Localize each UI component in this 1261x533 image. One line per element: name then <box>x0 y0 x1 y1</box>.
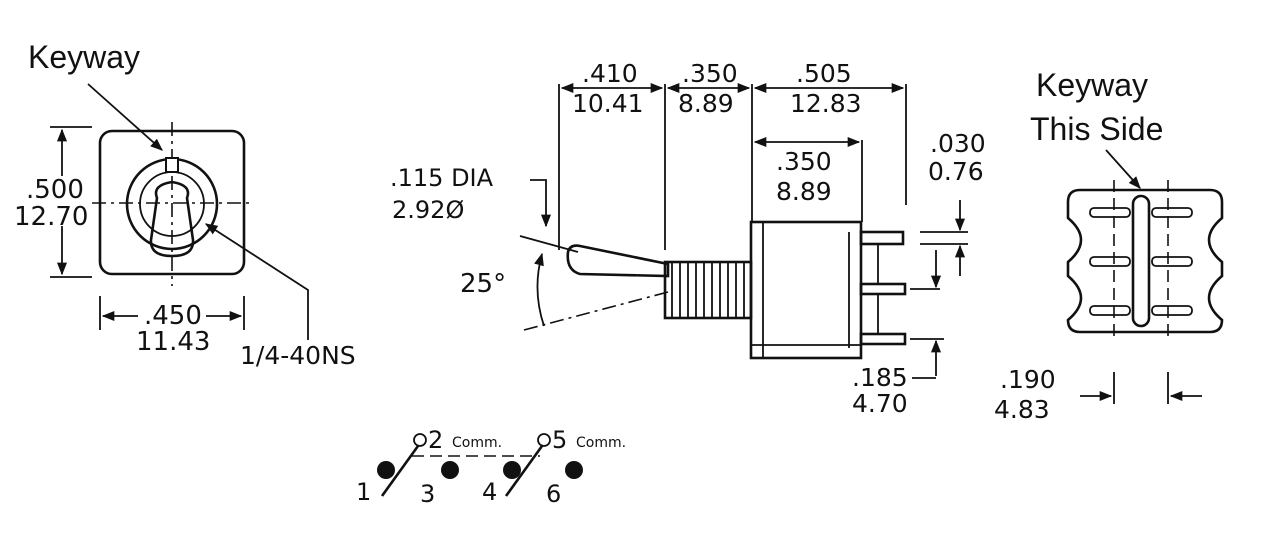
terminal-top <box>859 230 905 246</box>
dia-mm: 2.92Ø <box>392 196 464 224</box>
comm-label-b: Comm. <box>576 435 626 451</box>
comm-label-a: Comm. <box>452 435 502 451</box>
thread-label: 1/4-40NS <box>240 341 356 370</box>
terminal-bottom <box>859 332 907 346</box>
front-height-in: .500 <box>26 175 84 205</box>
front-width-mm: 11.43 <box>136 327 210 357</box>
threaded-bushing <box>663 260 753 320</box>
dim-b-in: .350 <box>682 59 738 88</box>
front-height-mm: 12.70 <box>14 202 88 232</box>
terminal-middle <box>859 282 907 296</box>
blade-b <box>504 445 544 497</box>
pin-1-label: 1 <box>356 478 371 506</box>
lever-angle: 25° <box>460 269 506 299</box>
pin-6-dot <box>565 461 583 479</box>
pin-3-dot <box>441 461 459 479</box>
keyway-leader <box>87 83 163 151</box>
pin-4-label: 4 <box>482 478 497 506</box>
base-outline <box>1066 188 1224 334</box>
pin-5-contact <box>537 433 551 447</box>
thread-marks <box>671 262 745 318</box>
keyway-side-leader <box>1105 149 1141 189</box>
keyway-label: Keyway <box>28 39 140 75</box>
dim-b-mm: 8.89 <box>678 89 734 118</box>
dia-in: .115 DIA <box>390 164 494 192</box>
thread-leader <box>204 223 309 340</box>
toggle-lever <box>566 244 670 278</box>
dim-c-mm: 12.83 <box>790 89 862 118</box>
angle-arc <box>534 252 545 327</box>
blade-a <box>380 445 420 497</box>
dim-d-in: .350 <box>776 147 832 176</box>
pin-2-contact <box>413 433 427 447</box>
side-view: .410 10.41 .350 8.89 .505 12.83 .350 8.8… <box>390 59 986 418</box>
pin-1-dot <box>377 461 395 479</box>
dim-f-mm: 4.70 <box>852 389 908 418</box>
dim-a-in: .410 <box>582 59 638 88</box>
pin-5-label: 5 <box>552 426 567 454</box>
pin-3-label: 3 <box>420 480 435 508</box>
bottom-view: Keyway This Side .190 4.83 <box>994 67 1224 424</box>
pin-slots <box>1089 207 1193 316</box>
switch-body <box>749 220 863 360</box>
lever-axis-lower <box>523 291 669 331</box>
toggle-lever-end <box>149 180 195 258</box>
bottom-dim-mm: 4.83 <box>994 395 1050 424</box>
pin-2-label: 2 <box>428 426 443 454</box>
pin-6-label: 6 <box>546 480 561 508</box>
dim-f-in: .185 <box>852 363 908 392</box>
dim-e-in: .030 <box>930 129 986 158</box>
front-width-in: .450 <box>144 301 202 331</box>
dim-e-mm: 0.76 <box>928 157 984 186</box>
pin-4-dot <box>503 461 521 479</box>
bottom-dim-in: .190 <box>1000 365 1056 394</box>
dim-a-mm: 10.41 <box>572 89 644 118</box>
dim-c-in: .505 <box>796 59 852 88</box>
keyway-side-line1: Keyway <box>1036 67 1148 103</box>
front-view: Keyway .500 12.70 .450 11.43 1/4-40NS <box>14 39 356 370</box>
keyway-side-line2: This Side <box>1030 111 1163 147</box>
dim-d-mm: 8.89 <box>776 177 832 206</box>
keyway-notch <box>165 157 179 173</box>
dia-leader <box>530 179 552 228</box>
switch-schematic: 1 2 Comm. 3 4 5 Comm. 6 <box>356 426 626 508</box>
center-keyway-bar <box>1131 194 1151 328</box>
